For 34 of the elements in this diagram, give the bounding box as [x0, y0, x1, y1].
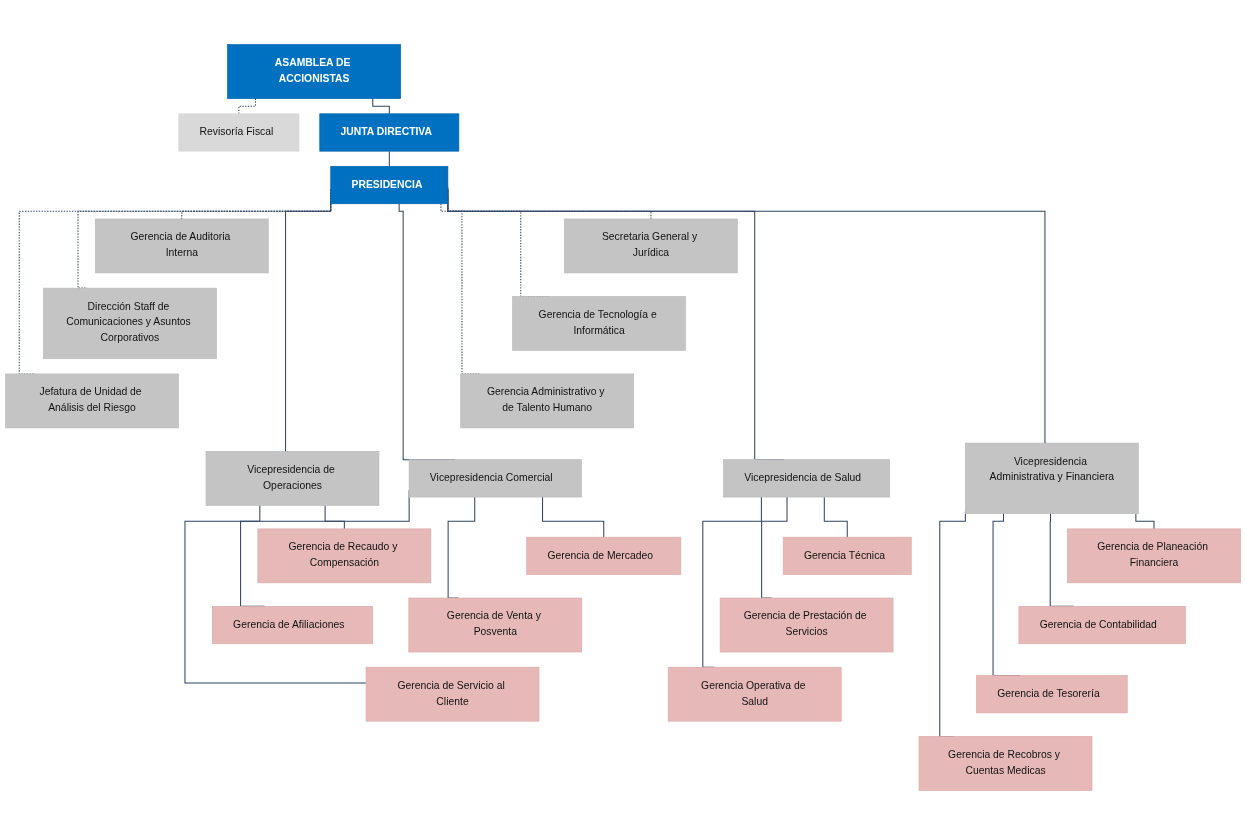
node-box: Gerencia de Venta y Posventa — [408, 597, 583, 653]
node-box: PRESIDENCIA — [330, 166, 449, 205]
connector — [372, 98, 390, 115]
node-box: Gerencia de Tecnología e Informática — [512, 296, 686, 351]
connector — [823, 496, 848, 538]
node-box: Jefatura de Unidad de Análisis del Riesgo — [5, 373, 179, 429]
node-box: Gerencia de Mercadeo — [526, 536, 682, 575]
connector — [324, 504, 345, 530]
node-box: Vicepresidencia de Salud — [723, 459, 891, 498]
connector — [702, 496, 762, 668]
node-box: Gerencia de Afiliaciones — [212, 606, 373, 645]
node-box: Gerencia de Servicio al Cliente — [365, 666, 540, 722]
node-box: JUNTA DIRECTIVA — [319, 113, 460, 152]
node-box: ASAMBLEA DE ACCIONISTAS — [227, 44, 401, 99]
node-box: Vicepresidencia de Operaciones — [205, 451, 380, 506]
node-box: Gerencia de Contabilidad — [1018, 606, 1186, 645]
node-box: Gerencia de Recobros y Cuentas Medicas — [918, 736, 1093, 791]
node-box: Vicepresidencia Administrativa y Financiera — [965, 442, 1139, 514]
node-box: Gerencia Operativa de Salud — [667, 666, 842, 722]
node-box: Gerencia de Auditoria Interna — [94, 218, 269, 274]
connector — [447, 496, 476, 599]
node-box: Vicepresidencia Comercial — [408, 459, 582, 498]
node-box: Gerencia Técnica — [782, 536, 912, 575]
node-box: Gerencia de Recaudo y Compensación — [257, 528, 432, 584]
connector — [761, 496, 788, 599]
node-box: Revisoría Fiscal — [178, 113, 300, 152]
node-box: Gerencia de Planeación Financiera — [1067, 528, 1241, 584]
node-box: Secretaria General y Jurídica — [564, 218, 738, 274]
connector — [1135, 513, 1155, 530]
node-box: Gerencia de Tesorería — [976, 675, 1128, 714]
connector — [542, 496, 605, 538]
node-box: Gerencia Administrativo y de Talento Humano — [460, 373, 634, 429]
node-box: Gerencia de Prestación de Servicios — [719, 597, 894, 653]
node-box: Dirección Staff de Comunicaciones y Asuntos Corporativos — [43, 287, 217, 360]
